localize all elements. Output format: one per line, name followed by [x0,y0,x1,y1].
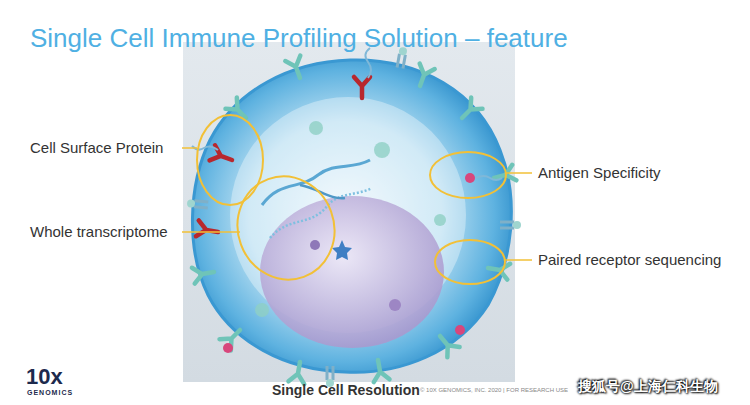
callout-label: Antigen Specificity [538,164,661,181]
leader-line [505,259,532,261]
copyright-note: © 10X GENOMICS, INC. 2020 | FOR RESEARCH… [420,387,568,394]
callout-label: Paired receptor sequencing [538,251,721,268]
leader-line [182,231,240,233]
watermark: 搜狐号@上海仁科生物 [578,378,718,394]
callout-ellipse [223,163,349,294]
callout-label: Whole transcriptome [30,223,168,240]
logo-text: GENOMICS [27,389,73,397]
slide-title: Single Cell Immune Profiling Solution – … [30,24,568,54]
callout-ellipse [197,115,263,205]
leader-line [506,172,532,174]
logo-mark: 10x [26,364,63,389]
callout-ellipse [435,240,505,284]
callout-label: Cell Surface Protein [30,139,163,156]
figure-caption: Single Cell Resolution [272,382,420,398]
callout-ellipse [430,152,506,198]
leader-line [182,147,197,149]
